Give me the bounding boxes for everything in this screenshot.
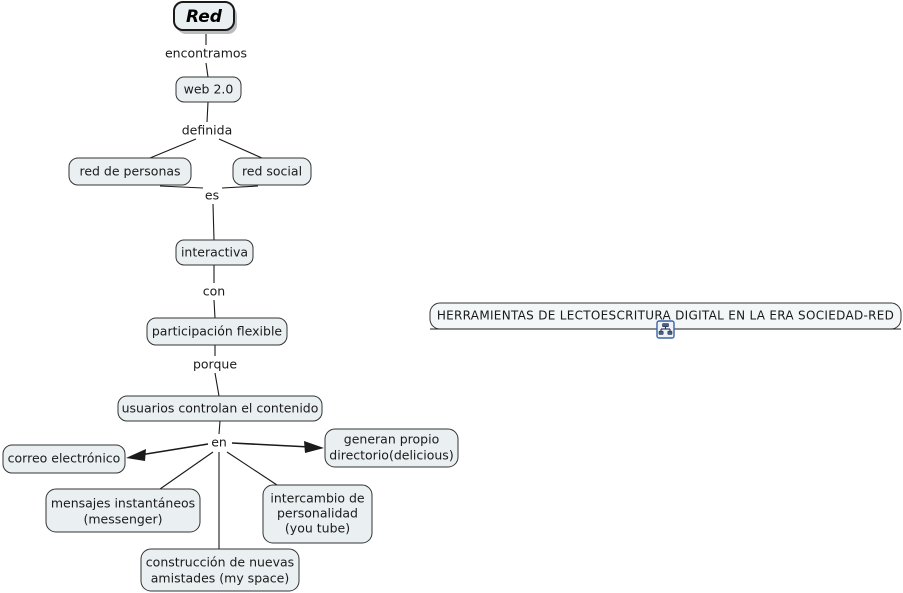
edge-definida-redsocial bbox=[218, 138, 263, 159]
link-label-con: con bbox=[203, 284, 225, 299]
edge-redpersonas-es bbox=[159, 185, 204, 189]
node-correo-electronico-label: correo electrónico bbox=[8, 451, 121, 466]
node-participacion-flexible-box[interactable] bbox=[146, 317, 288, 346]
node-intercambio-personalidad-box[interactable] bbox=[262, 484, 373, 544]
edge-es-interactiva bbox=[212, 203, 215, 241]
link-label-es: es bbox=[205, 188, 219, 203]
node-usuarios-controlan-contenido-label: usuarios controlan el contenido bbox=[122, 401, 319, 416]
node-titulo-herramientas-label: HERRAMIENTAS DE LECTOESCRITURA DIGITAL E… bbox=[437, 309, 894, 323]
edge-en-mensajes bbox=[159, 451, 214, 490]
node-web20[interactable]: web 2.0 bbox=[175, 76, 242, 103]
node-interactiva-label: interactiva bbox=[181, 245, 248, 260]
arrowhead-correo bbox=[126, 449, 146, 461]
node-red-social[interactable]: red social bbox=[232, 157, 312, 186]
edge-encontramos-web20 bbox=[205, 62, 209, 78]
edge-definida-redpersonas bbox=[149, 138, 197, 159]
node-usuarios-controlan-contenido[interactable]: usuarios controlan el contenido bbox=[117, 395, 323, 422]
node-mensajes-instantaneos-line2: (messenger) bbox=[83, 512, 162, 527]
node-participacion-flexible-label: participación flexible bbox=[152, 324, 283, 339]
node-usuarios-controlan-contenido-box[interactable] bbox=[117, 395, 323, 422]
edge-con-participacion bbox=[213, 299, 216, 319]
node-mensajes-instantaneos-box[interactable] bbox=[45, 488, 201, 533]
node-red-label: Red bbox=[186, 7, 223, 27]
link-label-en: en bbox=[211, 435, 227, 450]
node-interactiva[interactable]: interactiva bbox=[175, 239, 254, 266]
node-generan-directorio[interactable]: generan propio directorio(delicious) bbox=[324, 428, 459, 468]
link-label-layer: encontramos definida es con porque en bbox=[165, 46, 247, 450]
node-generan-directorio-line1: generan propio bbox=[344, 432, 439, 447]
node-web20-box[interactable] bbox=[175, 76, 242, 103]
concept-map-resource-icon[interactable] bbox=[430, 320, 901, 339]
node-construccion-amistades-line1: construcción de nuevas bbox=[146, 555, 294, 570]
node-red-social-label: red social bbox=[242, 164, 302, 179]
node-mensajes-instantaneos[interactable]: mensajes instantáneos (messenger) bbox=[45, 488, 201, 533]
node-web20-label: web 2.0 bbox=[184, 82, 234, 97]
node-interactiva-box[interactable] bbox=[175, 239, 254, 266]
node-generan-directorio-line2: directorio(delicious) bbox=[329, 448, 453, 463]
node-red-de-personas-box[interactable] bbox=[68, 157, 192, 186]
node-construccion-amistades-box[interactable] bbox=[140, 548, 300, 592]
node-red[interactable]: Red bbox=[173, 1, 237, 34]
node-intercambio-personalidad-line2: personalidad bbox=[277, 506, 358, 521]
node-construccion-amistades-line2: amistades (my space) bbox=[151, 571, 289, 586]
node-intercambio-personalidad-line3: (you tube) bbox=[285, 521, 350, 536]
edge-en-generan bbox=[231, 442, 311, 448]
node-correo-electronico-box[interactable] bbox=[2, 444, 126, 474]
node-red-box[interactable] bbox=[173, 1, 235, 31]
link-label-definida: definida bbox=[182, 123, 233, 138]
node-generan-directorio-box[interactable] bbox=[324, 428, 459, 468]
node-participacion-flexible[interactable]: participación flexible bbox=[146, 317, 288, 346]
link-label-porque: porque bbox=[193, 357, 237, 372]
edge-en-correo bbox=[139, 443, 209, 456]
node-intercambio-personalidad-line1: intercambio de bbox=[270, 491, 365, 506]
node-titulo-herramientas[interactable]: HERRAMIENTAS DE LECTOESCRITURA DIGITAL E… bbox=[429, 302, 902, 330]
node-red-social-box[interactable] bbox=[232, 157, 312, 186]
arrowhead-generan bbox=[304, 441, 324, 453]
edge-layer bbox=[126, 31, 324, 549]
node-construccion-amistades[interactable]: construcción de nuevas amistades (my spa… bbox=[140, 548, 300, 592]
edge-redsocial-es bbox=[221, 185, 259, 189]
edge-web20-definida bbox=[206, 101, 209, 123]
link-label-encontramos: encontramos bbox=[165, 46, 247, 61]
node-mensajes-instantaneos-line1: mensajes instantáneos bbox=[51, 496, 195, 511]
node-correo-electronico[interactable]: correo electrónico bbox=[2, 444, 126, 474]
badge-tree-glyph bbox=[658, 323, 673, 335]
edge-usuarios-en bbox=[218, 420, 221, 435]
node-intercambio-personalidad[interactable]: intercambio de personalidad (you tube) bbox=[262, 484, 373, 544]
node-red-de-personas-label: red de personas bbox=[79, 164, 180, 179]
edge-porque-usuarios bbox=[214, 372, 220, 397]
edge-en-intercambio bbox=[226, 451, 278, 486]
node-red-de-personas[interactable]: red de personas bbox=[68, 157, 192, 186]
